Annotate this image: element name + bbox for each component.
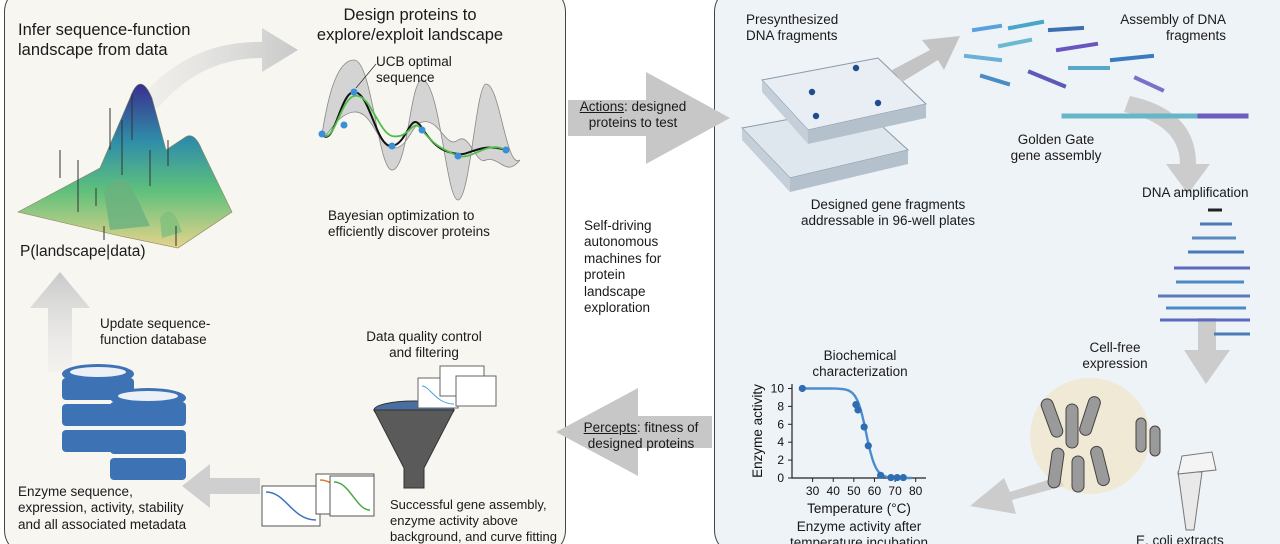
data-point (877, 471, 885, 479)
data-point (887, 473, 895, 482)
data-point (860, 423, 868, 431)
fitted-curves (261, 473, 375, 527)
arrow-to-db (182, 464, 260, 508)
qc-funnel (373, 365, 497, 489)
landscape-surface (17, 83, 233, 249)
data-point (864, 442, 872, 450)
percepts-label: Percepts: fitness of designed proteins (574, 420, 708, 453)
x-tick-label: 60 (868, 484, 882, 498)
percepts-arrow (556, 388, 712, 476)
ecoli-label: E. coli extracts (1136, 533, 1224, 544)
dna-amplification-label: DNA amplification (1142, 185, 1249, 200)
y-tick-label: 2 (777, 453, 784, 467)
well-plates (740, 57, 928, 192)
y-tick-label: 4 (777, 435, 784, 449)
learning-panel (4, 0, 566, 544)
qc-title: Data quality control and filtering (366, 329, 482, 361)
chart-axes-lines (791, 384, 926, 479)
x-axis-label: Temperature (°C) (807, 501, 911, 516)
x-tick-label: 80 (909, 484, 923, 498)
db-caption: Enzyme sequence, expression, activity, s… (18, 484, 187, 532)
activity-caption: Enzyme activity after temperature incuba… (789, 519, 929, 544)
bayes-caption: Bayesian optimization to efficiently dis… (328, 208, 490, 240)
update-db-label: Update sequence- function database (100, 316, 211, 348)
arrow-update (30, 272, 90, 372)
protein-structure (1030, 378, 1217, 531)
actions-label: Actions: designed proteins to test (568, 99, 698, 132)
arrow-to-design (140, 28, 298, 108)
percepts-rest: : fitness of designed proteins (587, 420, 699, 452)
percepts-word: Percepts (583, 420, 637, 435)
ucb-label: UCB optimal sequence (376, 54, 452, 86)
data-point (798, 384, 806, 393)
x-tick-label: 50 (847, 484, 861, 498)
actions-rest: : designed proteins to test (588, 99, 687, 131)
cell-free-label: Cell-free expression (1082, 340, 1148, 372)
y-tick-label: 6 (777, 417, 784, 431)
x-tick-label: 30 (806, 484, 820, 498)
x-tick-label: 40 (827, 484, 841, 498)
y-tick-label: 10 (771, 381, 785, 395)
y-tick-label: 0 (777, 471, 784, 485)
infer-title: Infer sequence-function landscape from d… (18, 21, 191, 60)
data-point (854, 406, 862, 414)
x-tick-label: 70 (888, 484, 902, 498)
y-axis-label: Enzyme activity (750, 384, 765, 478)
qc-caption: Successful gene assembly, enzyme activit… (390, 497, 557, 544)
assembly-label: Assembly of DNA fragments (1120, 12, 1226, 44)
design-title: Design proteins to explore/exploit lands… (316, 6, 504, 45)
golden-gate-label: Golden Gate gene assembly (1010, 132, 1102, 164)
plates-caption: Designed gene fragments addressable in 9… (800, 197, 976, 229)
center-statement: Self-driving autonomous machines for pro… (584, 218, 662, 316)
data-point (893, 473, 901, 482)
actions-word: Actions (579, 99, 624, 114)
bayes-opt-plot (318, 59, 521, 201)
database-icon (62, 364, 186, 480)
data-point (899, 473, 907, 482)
presynth-label: Presynthesized DNA fragments (746, 12, 839, 44)
landscape-formula: P(landscape|data) (20, 243, 146, 260)
y-tick-label: 8 (777, 399, 784, 413)
biochem-label: Biochemical characterization (812, 348, 908, 380)
actions-arrow (568, 72, 730, 164)
